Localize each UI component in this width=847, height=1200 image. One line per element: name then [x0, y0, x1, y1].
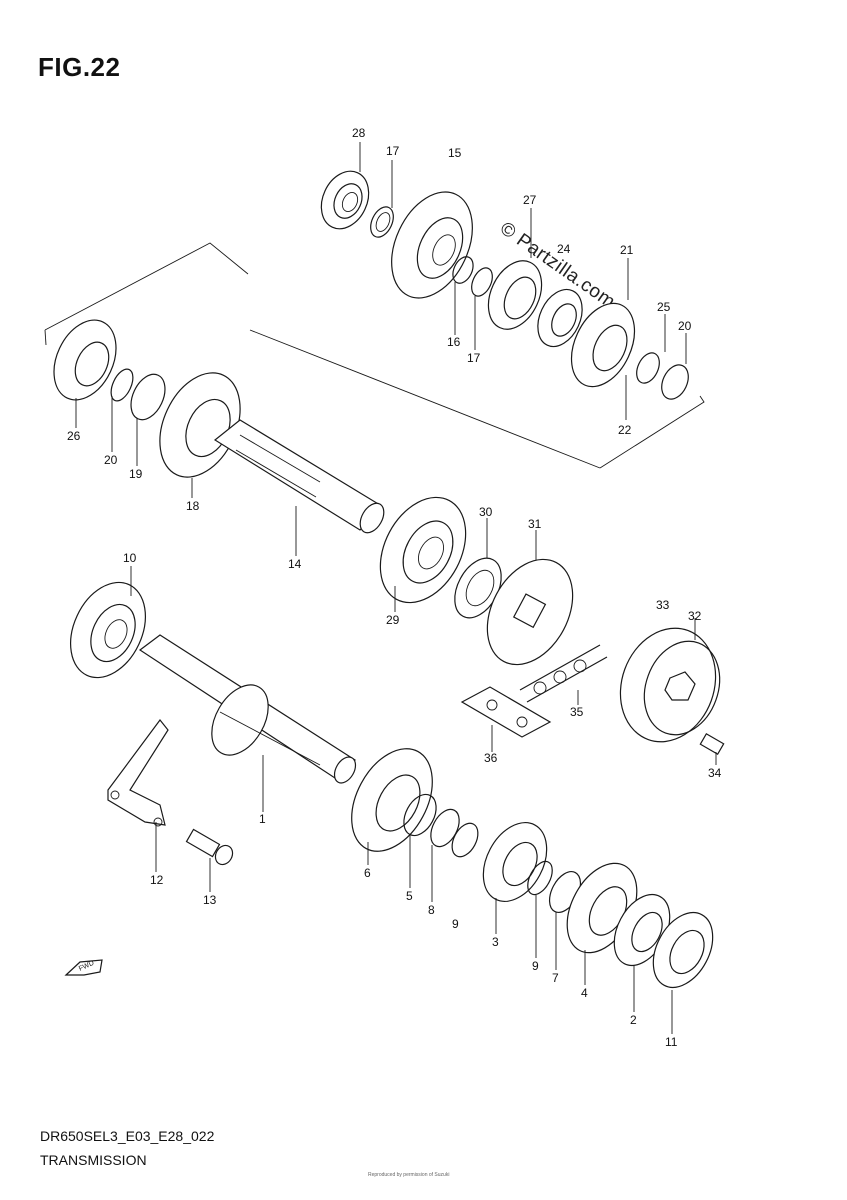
washer-17b: [471, 267, 493, 297]
gear-26: [53, 319, 117, 401]
fwd-arrow-icon: FWD: [64, 959, 103, 976]
group-outline: [44, 242, 249, 331]
countershaft-14: [213, 419, 385, 534]
callout-12: 12: [150, 873, 164, 887]
group-outline-lower: [44, 329, 47, 346]
callout-7: 7: [552, 971, 559, 985]
callout-8: 8: [428, 903, 435, 917]
sprocket-31: [486, 558, 574, 666]
callout-2: 2: [630, 1013, 637, 1027]
callout-20: 20: [678, 319, 692, 333]
callout-14: 14: [288, 557, 302, 571]
section-title: TRANSMISSION: [40, 1152, 147, 1168]
callout-35: 35: [570, 705, 584, 719]
group-outline-right: [599, 395, 705, 469]
callout-3: 3: [492, 935, 499, 949]
callout-34: 34: [708, 766, 722, 780]
callout-6: 6: [364, 866, 371, 880]
callout-24: 24: [557, 242, 571, 256]
washer-8: [430, 808, 460, 848]
chain-35: [519, 644, 608, 703]
callout-20b: 20: [104, 453, 118, 467]
callout-16: 16: [447, 335, 461, 349]
copyright-small-print: Reproduced by permission of Suzuki: [368, 1172, 450, 1178]
callout-27: 27: [523, 193, 537, 207]
callout-19: 19: [129, 467, 143, 481]
callout-4: 4: [581, 986, 588, 1000]
bearing-28: [320, 170, 370, 230]
circlip-20b: [110, 368, 134, 402]
callout-31: 31: [528, 517, 542, 531]
callout-labels: 28 17 15 27 24 21 25 20 16 17 22 26 20 1…: [67, 126, 722, 1049]
callout-22: 22: [618, 423, 632, 437]
callout-11: 11: [665, 1035, 678, 1049]
callout-33: 33: [656, 598, 670, 612]
bearing-29: [379, 496, 467, 604]
washer-25: [636, 352, 660, 384]
washer-17: [370, 206, 394, 238]
circlip-20: [661, 364, 689, 400]
callout-29: 29: [386, 613, 400, 627]
figure-title: FIG.22: [38, 52, 121, 82]
callout-1: 1: [259, 812, 266, 826]
bolt-13: [185, 828, 234, 866]
gear-6: [351, 748, 433, 852]
bearing-10: [70, 581, 146, 679]
gear-27: [487, 260, 543, 330]
callout-36: 36: [484, 751, 498, 765]
drum-32: [619, 627, 721, 743]
callout-5: 5: [406, 889, 413, 903]
callout-10: 10: [123, 551, 137, 565]
bearing-11: [652, 912, 714, 988]
master-link-36: [460, 686, 552, 738]
callout-15: 15: [448, 146, 462, 160]
gear-24: [537, 288, 583, 348]
gear-3: [482, 822, 548, 902]
model-code: DR650SEL3_E03_E28_022: [40, 1128, 215, 1144]
callout-17: 17: [386, 144, 400, 158]
callout-26: 26: [67, 429, 81, 443]
callout-9: 9: [452, 917, 459, 931]
callout-32: 32: [688, 609, 702, 623]
washer-19: [130, 373, 166, 421]
retainer-plate-12: [107, 719, 169, 827]
circlip-9: [451, 822, 479, 858]
circlip-9b: [527, 860, 553, 896]
driveshaft-1: [138, 634, 357, 784]
callout-17b: 17: [467, 351, 481, 365]
bolt-34: [699, 732, 725, 756]
gear-15: [391, 191, 473, 299]
callout-18: 18: [186, 499, 200, 513]
group-outline-bottom: [249, 329, 601, 469]
bushing-16: [452, 256, 474, 284]
gear-21: [570, 302, 636, 388]
callout-28: 28: [352, 126, 366, 140]
callout-21: 21: [620, 243, 634, 257]
leader-lines: [75, 142, 717, 1034]
callout-13: 13: [203, 893, 217, 907]
callout-9b: 9: [532, 959, 539, 973]
callout-25: 25: [657, 300, 671, 314]
bushing-5: [403, 793, 437, 837]
callout-30: 30: [479, 505, 493, 519]
